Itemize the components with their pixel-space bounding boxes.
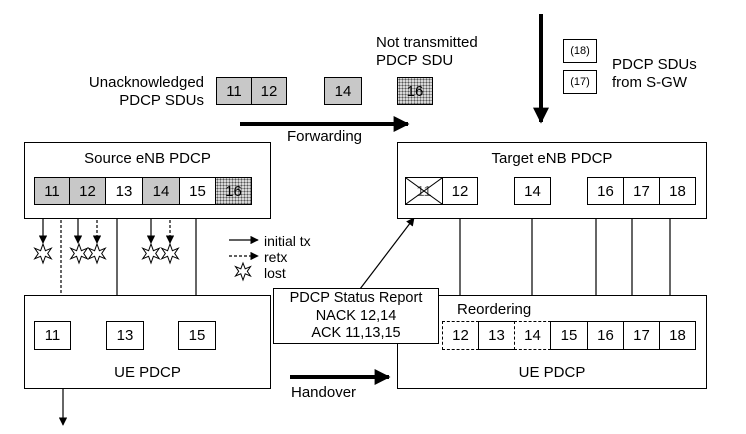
ue-right-cell-14: 14 bbox=[514, 321, 551, 350]
target-cell-17: 17 bbox=[623, 177, 660, 205]
cross-out-icon bbox=[406, 178, 442, 204]
lost-star-icon bbox=[33, 242, 53, 265]
target-cell-16: 16 bbox=[587, 177, 624, 205]
target-cell-18: 18 bbox=[659, 177, 696, 205]
forwarded-packet-11: 11 bbox=[216, 77, 252, 105]
ue-right-cell-13: 13 bbox=[478, 321, 515, 350]
source-cell-12: 12 bbox=[69, 177, 106, 205]
status-report-arrow bbox=[359, 217, 415, 290]
source-cell-16: 16 bbox=[215, 177, 252, 205]
ue-left-title: UE PDCP bbox=[114, 364, 181, 381]
source-cell-13: 13 bbox=[105, 177, 143, 205]
forwarding-label: Forwarding bbox=[287, 128, 363, 145]
handover-label: Handover bbox=[291, 384, 357, 401]
ue-right-cell-12: 12 bbox=[442, 321, 479, 350]
not-tx-line1: Not transmitted bbox=[376, 34, 478, 51]
source-cell-15: 15 bbox=[179, 177, 216, 205]
forwarded-packet-14: 14 bbox=[324, 77, 362, 105]
lost-star-icon bbox=[69, 242, 89, 265]
legend-lost: lost bbox=[264, 265, 286, 281]
sgw-line2: from S-GW bbox=[612, 74, 687, 91]
sgw-packet-17: (17) bbox=[563, 70, 597, 94]
not-tx-line2: PDCP SDU bbox=[376, 52, 454, 69]
ue-right-cell-15: 15 bbox=[550, 321, 588, 350]
forwarded-packet-12: 12 bbox=[251, 77, 287, 105]
target-cell-11-discarded: 11 bbox=[405, 177, 443, 205]
target-enb-title: Target eNB PDCP bbox=[491, 150, 613, 167]
ue-right-cell-16: 16 bbox=[587, 321, 624, 350]
ue-left-cell-11: 11 bbox=[34, 321, 71, 350]
pdcp-status-report: PDCP Status Report NACK 12,14 ACK 11,13,… bbox=[273, 288, 439, 344]
legend-retx: retx bbox=[264, 249, 288, 265]
lost-star-icon bbox=[87, 242, 107, 265]
status-report-title: PDCP Status Report bbox=[289, 290, 423, 306]
forwarded-packet-16: 16 bbox=[397, 77, 433, 105]
unacknowledged-label: Unacknowledged PDCP SDUs bbox=[84, 74, 204, 110]
sgw-line1: PDCP SDUs bbox=[612, 56, 697, 73]
lost-star-icon bbox=[141, 242, 161, 265]
unack-line1: Unacknowledged bbox=[88, 74, 204, 91]
source-cell-11: 11 bbox=[34, 177, 70, 205]
target-cell-14: 14 bbox=[514, 177, 551, 205]
status-report-nack: NACK 12,14 bbox=[315, 307, 397, 324]
source-enb-title: Source eNB PDCP bbox=[84, 150, 211, 167]
lost-star-icon bbox=[160, 242, 180, 265]
sgw-packet-18: (18) bbox=[563, 39, 597, 63]
target-cell-12: 12 bbox=[442, 177, 478, 205]
sgw-label: PDCP SDUs from S-GW bbox=[612, 56, 697, 92]
unack-line2: PDCP SDUs bbox=[119, 92, 204, 109]
not-transmitted-label: Not transmitted PDCP SDU bbox=[376, 34, 478, 70]
ue-right-cell-18: 18 bbox=[659, 321, 696, 350]
legend-lost-star-icon bbox=[234, 261, 252, 282]
status-report-ack: ACK 11,13,15 bbox=[311, 325, 401, 341]
ue-left-cell-13: 13 bbox=[106, 321, 144, 350]
reordering-label: Reordering bbox=[457, 301, 532, 318]
ue-right-cell-17: 17 bbox=[623, 321, 660, 350]
ue-left-cell-15: 15 bbox=[178, 321, 216, 350]
legend-initial-tx: initial tx bbox=[264, 233, 311, 249]
ue-right-title: UE PDCP bbox=[518, 364, 586, 381]
source-cell-14: 14 bbox=[142, 177, 180, 205]
